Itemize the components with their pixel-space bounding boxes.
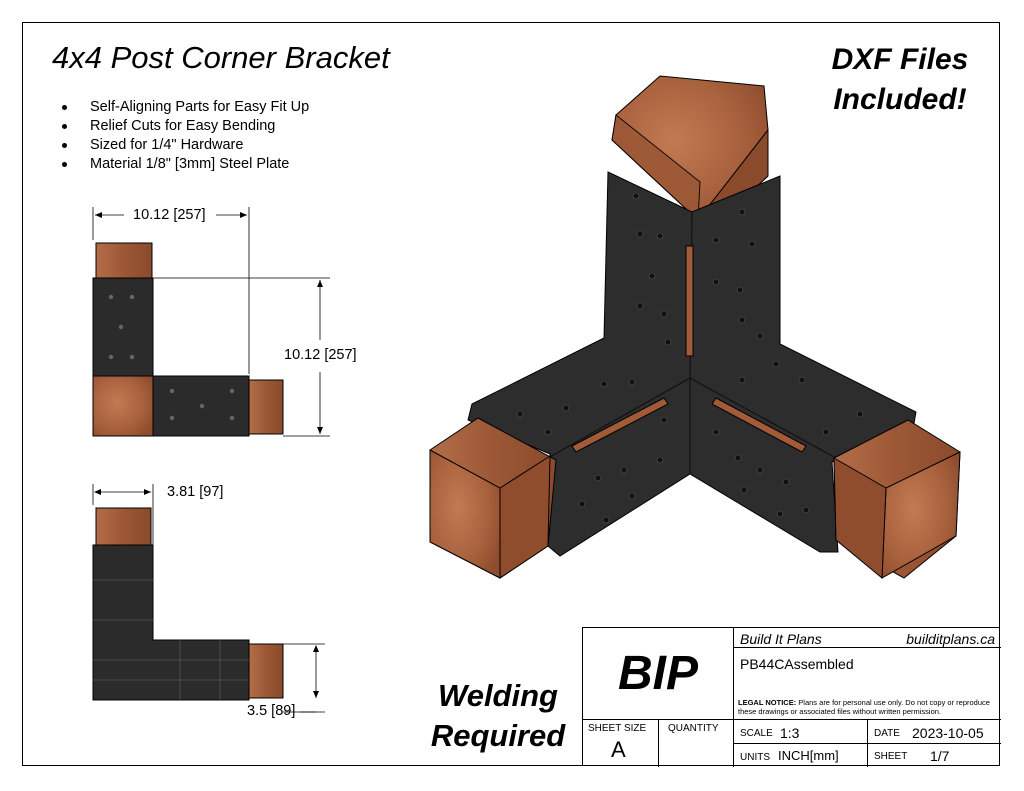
sheet-size-cell: SHEET SIZE A (583, 720, 659, 767)
feature-item: Sized for 1/4" Hardware (62, 136, 309, 155)
drawing-title: 4x4 Post Corner Bracket (52, 40, 390, 75)
legal-notice-label: LEGAL NOTICE: (738, 698, 797, 707)
company-name: Build It Plans (740, 631, 822, 647)
units-value: INCH[mm] (778, 748, 839, 763)
dxf-callout-line1: DXF Files (831, 43, 969, 76)
date-value: 2023-10-05 (912, 725, 984, 741)
title-block-drawing-cell: PB44CAssembled LEGAL NOTICE: Plans are f… (734, 648, 1001, 720)
drawing-border (22, 22, 1000, 766)
date-label: DATE (874, 728, 900, 739)
welding-callout: Welding Required (418, 676, 578, 756)
dim-side-height: 3.5 [89] (247, 703, 296, 719)
units-label: UNITS (740, 752, 770, 763)
iso-bracket-body (467, 171, 917, 557)
scale-label: SCALE (740, 728, 773, 739)
top-view-post-end (92, 375, 154, 437)
feature-list: Self-Aligning Parts for Easy Fit Up Reli… (62, 98, 309, 174)
dim-top-height: 10.12 [257] (282, 347, 359, 363)
drawing-name: PB44CAssembled (740, 656, 854, 672)
top-view-post-vertical (95, 242, 153, 279)
feature-item: Relief Cuts for Easy Bending (62, 117, 309, 136)
dim-top-width: 10.12 [257] (131, 207, 208, 223)
legal-notice-text: Plans are for personal use only. Do not … (738, 698, 990, 716)
welding-callout-line1: Welding (438, 678, 558, 713)
welding-callout-line2: Required (430, 718, 566, 753)
sheet-size-value: A (611, 737, 626, 762)
dxf-callout-line2: Included! (833, 83, 967, 116)
dim-side-width: 3.81 [97] (167, 484, 224, 500)
quantity-label: QUANTITY (668, 723, 719, 734)
scale-value: 1:3 (780, 725, 800, 741)
bip-logo: BIP (617, 647, 698, 700)
sheet-size-label: SHEET SIZE (588, 723, 647, 734)
bullet-icon (62, 143, 67, 148)
sheet-cell: SHEET 1/7 (868, 744, 1001, 767)
title-block: BIP Build It Plans builditplans.ca PB44C… (582, 627, 1001, 767)
top-view-post-horizontal (248, 379, 284, 435)
dxf-callout: DXF Files Included! (800, 40, 1000, 120)
feature-item: Material 1/8" [3mm] Steel Plate (62, 155, 309, 174)
isometric-view (429, 75, 961, 580)
company-website: builditplans.ca (906, 631, 995, 647)
quantity-cell: QUANTITY (659, 720, 734, 767)
feature-item: Self-Aligning Parts for Easy Fit Up (62, 98, 309, 117)
title-block-company-row: Build It Plans builditplans.ca (734, 628, 1001, 648)
top-view (92, 207, 330, 437)
bullet-icon (62, 124, 67, 129)
sheet-label: SHEET (874, 751, 908, 762)
iso-relief-slot (685, 245, 694, 357)
side-view-post-vertical (95, 507, 152, 546)
bullet-icon (62, 162, 67, 167)
side-view-bracket (92, 544, 250, 701)
bullet-icon (62, 105, 67, 110)
legal-notice: LEGAL NOTICE: Plans are for personal use… (738, 698, 996, 716)
sheet-value: 1/7 (930, 748, 950, 764)
side-view (92, 484, 325, 713)
scale-cell: SCALE 1:3 (734, 720, 868, 744)
title-block-logo-cell: BIP (583, 628, 734, 720)
date-cell: DATE 2023-10-05 (868, 720, 1001, 744)
side-view-post-horizontal (248, 643, 284, 699)
units-cell: UNITS INCH[mm] (734, 744, 868, 767)
top-view-bracket-vertical (92, 277, 154, 379)
